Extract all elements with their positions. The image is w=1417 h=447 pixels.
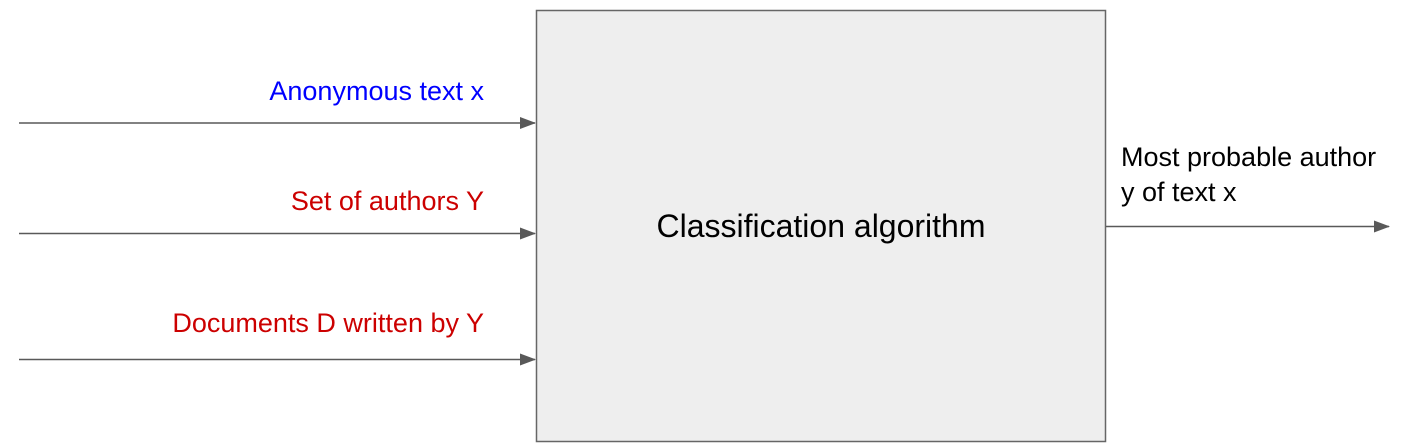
classification-box	[535, 9, 1107, 443]
output-label: Most probable author y of text x	[1121, 140, 1376, 210]
output-label-line-2: y of text x	[1121, 177, 1237, 207]
input-label-set-of-authors: Set of authors Y	[290, 186, 484, 216]
output-label-line-1: Most probable author	[1121, 142, 1377, 172]
classification-label: Classification algorithm	[656, 208, 986, 244]
input-label-documents: Documents D written by Y	[172, 308, 484, 338]
input-label-anonymous-text: Anonymous text x	[269, 76, 484, 106]
